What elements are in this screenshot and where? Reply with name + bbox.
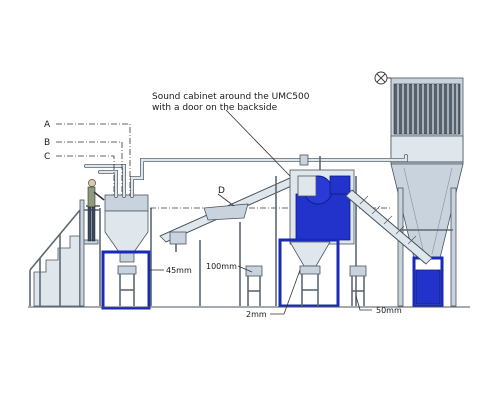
leader-lines [56, 109, 372, 315]
operator-figure [87, 179, 105, 242]
hopper-top [104, 194, 149, 212]
cabinet-frame [278, 238, 340, 308]
label-a: A [44, 120, 51, 130]
pipework [84, 154, 408, 198]
label-d: D [218, 186, 225, 196]
inclined-conveyor [159, 177, 297, 306]
sound-cabinet [275, 156, 357, 308]
dim-45mm: 45mm [166, 266, 192, 275]
left-hopper-unit [99, 194, 152, 310]
dim-2mm: 2mm [246, 310, 267, 319]
cabinet-callout-line1: Sound cabinet around the UMC500 [152, 92, 310, 102]
dim-50mm: 50mm [376, 306, 402, 315]
left-frame [101, 250, 151, 310]
silo-fins [393, 83, 461, 135]
label-c: C [44, 152, 50, 162]
cabinet-callout-line2: with a door on the backside [152, 103, 278, 113]
stool-right [349, 265, 367, 306]
stool-left [245, 265, 263, 306]
silo [374, 71, 464, 308]
silo-feed-conveyor [345, 189, 433, 265]
dim-100mm: 100mm [206, 262, 237, 271]
label-b: B [44, 138, 50, 148]
